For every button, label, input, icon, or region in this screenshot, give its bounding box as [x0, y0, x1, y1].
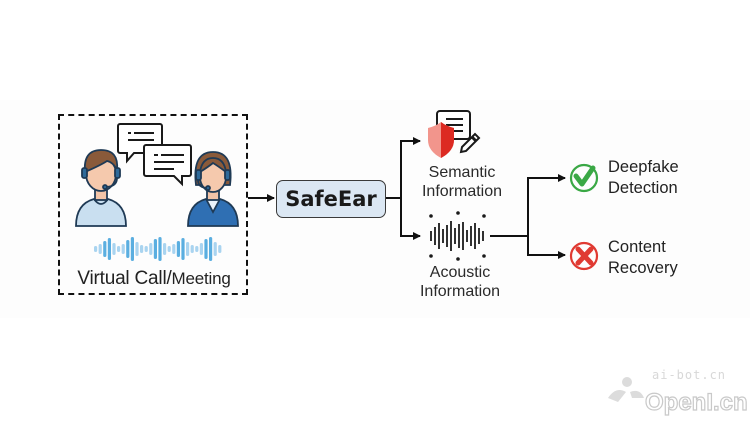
waveform-bar [112, 243, 116, 255]
safeear-label: SafeEar [285, 187, 377, 211]
waveform-bar [199, 243, 203, 255]
sound-wave-dot [429, 254, 433, 258]
waveform-bar [209, 237, 213, 261]
waveform-bar [103, 241, 107, 257]
male-agent-icon [75, 149, 127, 227]
waveform-bar [190, 245, 194, 253]
semantic-information-label: Semantic Information [412, 163, 512, 201]
waveform-bar [107, 238, 111, 260]
waveform-bar [163, 243, 167, 255]
waveform-bar [153, 239, 157, 259]
shield-document-icon [428, 110, 481, 158]
waveform-bar [126, 240, 130, 258]
waveform-bar [218, 245, 222, 253]
label-tail: Meeting [171, 269, 231, 288]
waveform-bar [195, 246, 199, 252]
sound-wave-dot [482, 214, 486, 218]
waveform-bar [130, 237, 134, 261]
waveform-bar [121, 244, 125, 254]
sound-wave-dot [482, 254, 486, 258]
waveform-bar [98, 244, 102, 254]
waveform-bar [172, 244, 176, 254]
semantic-line2: Information [421, 183, 503, 200]
waveform-bar [204, 239, 208, 259]
sound-wave-dot [456, 257, 460, 261]
waveform-bar [140, 245, 144, 253]
waveform-bar [144, 246, 148, 252]
watermark-domain: ai-bot.cn [652, 368, 727, 382]
waveform-bar [117, 246, 121, 252]
recovery-line1: Content [608, 238, 666, 256]
watermark-logo-icon [608, 377, 644, 402]
virtual-call-box [58, 114, 248, 295]
waveform-bar [158, 237, 162, 261]
waveform-bar [186, 242, 190, 256]
content-recovery-label: Content Recovery [608, 237, 678, 279]
deepfake-detection-label: Deepfake Detection [608, 157, 679, 199]
arrow-acoustic-to-recovery [527, 236, 566, 259]
recovery-line2: Recovery [608, 259, 678, 277]
deepfake-line1: Deepfake [608, 158, 679, 176]
acoustic-line1: Acoustic [429, 264, 491, 281]
waveform-bar [181, 238, 185, 260]
arrow-safeear-to-acoustic [400, 198, 421, 240]
sound-wave-dot [429, 214, 433, 218]
acoustic-line2: Information [419, 283, 501, 300]
waveform-bar [213, 242, 217, 256]
acoustic-information-label: Acoustic Information [404, 263, 516, 301]
virtual-call-label: Virtual Call/Meeting [60, 268, 248, 290]
deepfake-line2: Detection [608, 179, 678, 197]
sound-wave-icon [429, 211, 486, 261]
arrow-safeear-to-semantic [386, 137, 421, 199]
arrow-acoustic-to-deepfake [490, 174, 566, 237]
cross-circle-icon [569, 241, 599, 271]
safeear-model-box: SafeEar [276, 180, 386, 218]
semantic-line1: Semantic [428, 164, 496, 181]
connectors [248, 137, 566, 259]
label-main: Virtual Call/ [77, 268, 172, 289]
waveform-bar [167, 246, 171, 252]
waveform-bar [149, 243, 153, 255]
waveform-bar [135, 242, 139, 256]
female-agent-icon [187, 151, 239, 227]
waveform-bar [176, 241, 180, 257]
audio-waveform-icon [94, 237, 222, 261]
check-circle-icon [569, 163, 599, 193]
chat-bubbles-icon [117, 123, 192, 187]
sound-wave-dot [456, 211, 460, 215]
waveform-bar [94, 246, 98, 252]
watermark-brand: OpenI.cn [644, 388, 748, 416]
